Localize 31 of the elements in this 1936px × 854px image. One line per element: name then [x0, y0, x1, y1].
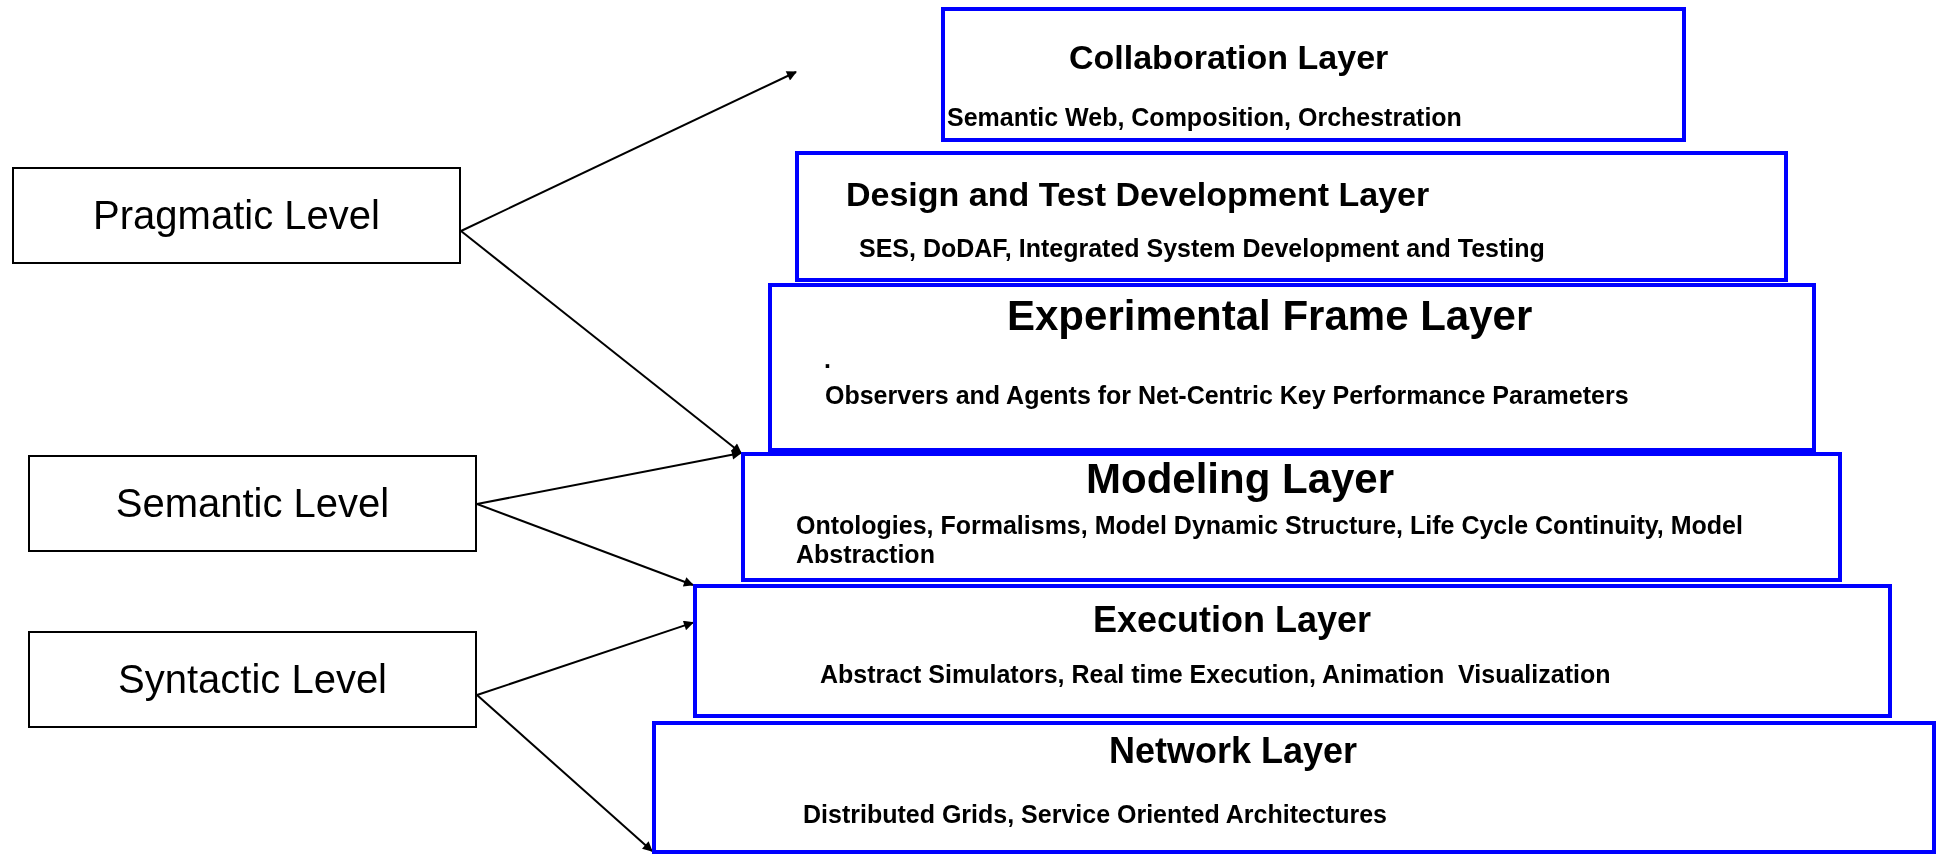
- layer-description: SES, DoDAF, Integrated System Development and Testing: [859, 233, 1545, 263]
- layer-description: Semantic Web, Composition, Orchestration: [947, 102, 1462, 132]
- arrow: [476, 503, 694, 587]
- layer-description: Ontologies, Formalisms, Model Dynamic Structure, Life Cycle Continuity, Model Abstraction: [796, 511, 1744, 569]
- layer-title: Modeling Layer: [1086, 454, 1395, 504]
- layer-box: [652, 721, 1936, 854]
- layer-title: Experimental Frame Layer: [1007, 291, 1533, 341]
- level-label: Pragmatic Level: [93, 193, 380, 238]
- layer-title: Design and Test Development Layer: [846, 175, 1430, 215]
- layer-title: Network Layer: [1109, 730, 1358, 772]
- dot-mark: .: [824, 344, 831, 374]
- layer-description: Abstract Simulators, Real time Execution, Animation Visualization: [820, 659, 1611, 689]
- arrow: [476, 449, 742, 505]
- level-label: Semantic Level: [115, 481, 390, 526]
- arrow: [460, 71, 797, 232]
- layer-box: [693, 584, 1892, 718]
- layer-title: Collaboration Layer: [1069, 38, 1389, 78]
- level-box: [28, 455, 477, 552]
- layer-description: Observers and Agents for Net-Centric Key Performance Parameters: [825, 380, 1629, 410]
- arrow: [476, 694, 653, 852]
- layer-description: Distributed Grids, Service Oriented Architectures: [803, 799, 1387, 829]
- layer-box: [795, 151, 1788, 282]
- arrow: [476, 620, 694, 696]
- level-box: [12, 167, 461, 264]
- layer-box: [741, 452, 1842, 582]
- layer-title: Execution Layer: [1093, 599, 1372, 641]
- level-box: [28, 631, 477, 728]
- level-label: Syntactic Level: [118, 657, 387, 702]
- layer-box: [941, 7, 1686, 142]
- layer-box: [768, 283, 1816, 452]
- arrow: [460, 230, 742, 454]
